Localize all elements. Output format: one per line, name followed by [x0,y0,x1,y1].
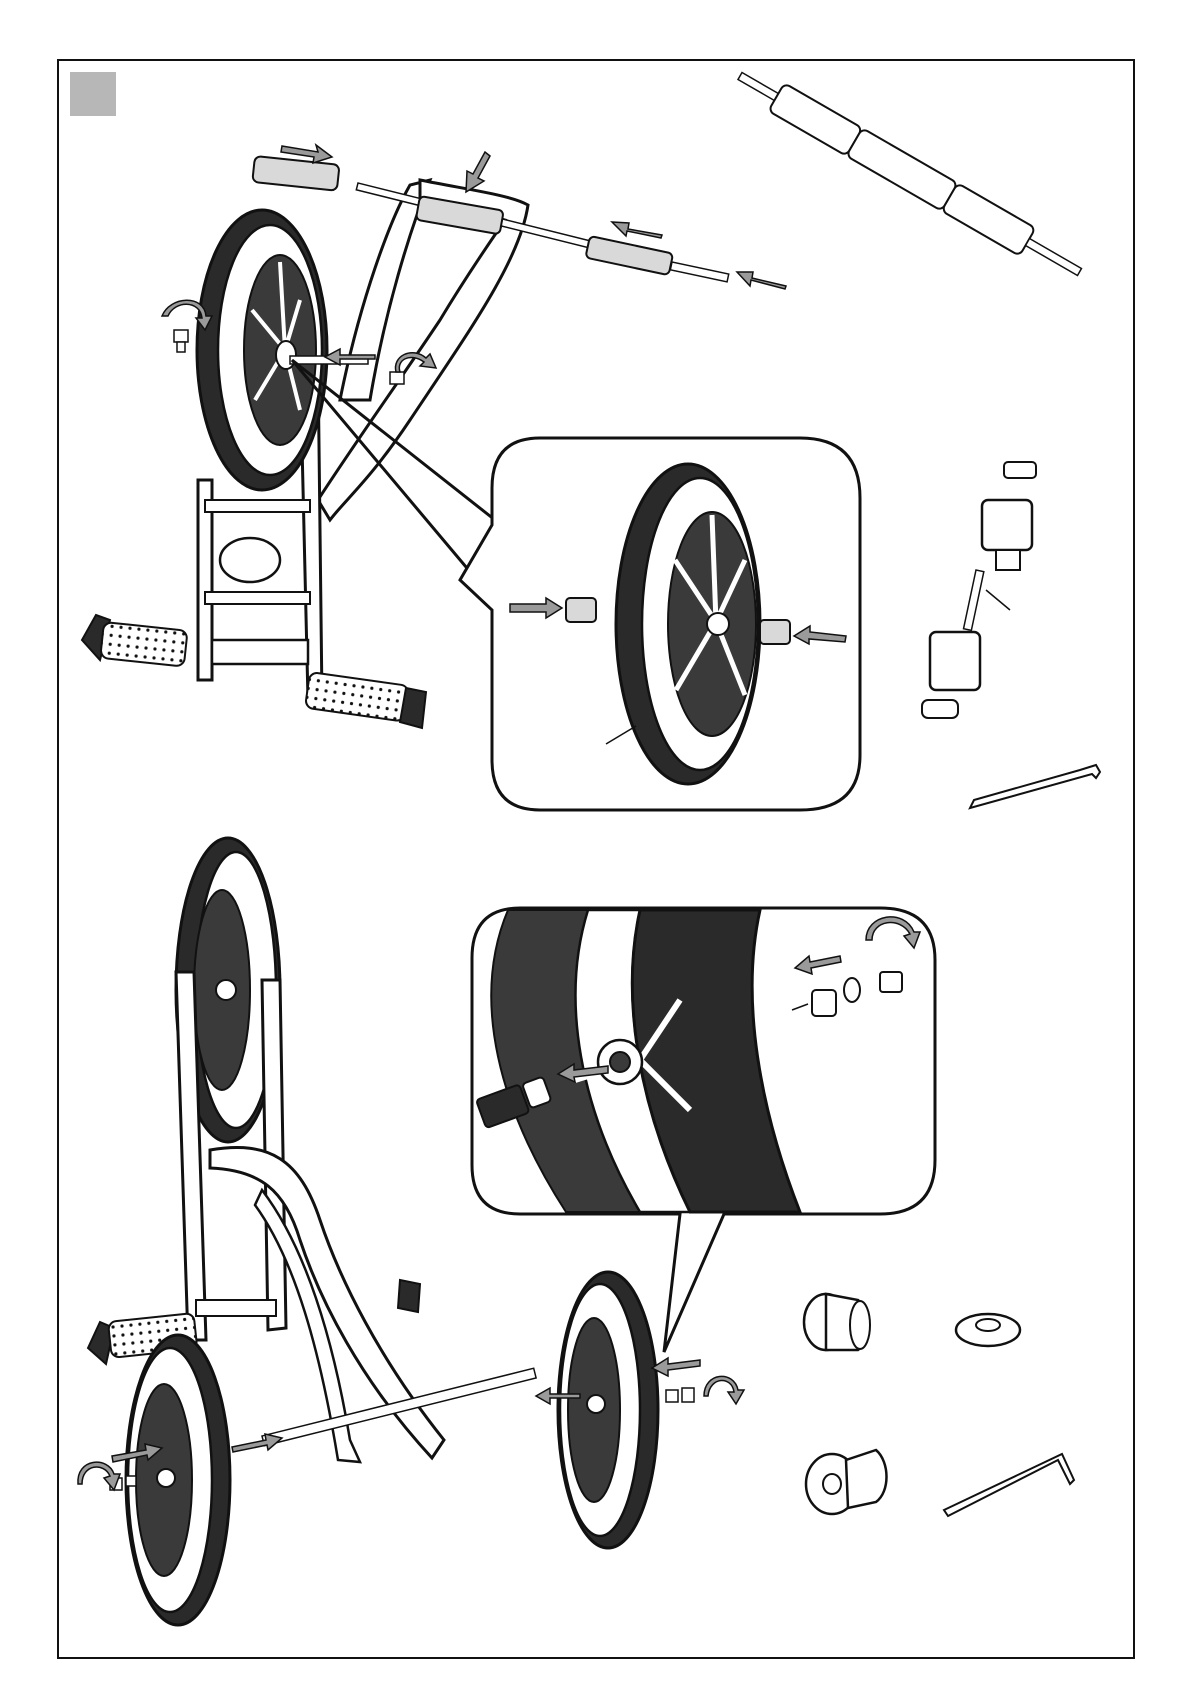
part-hex-key-small [944,1454,1074,1516]
rotate-arrow-icon [704,1376,744,1404]
arrow-left-icon [652,1358,700,1376]
part-hub-spacer [804,1294,870,1350]
callout-spacer-right [760,620,790,644]
frame-oval-window [220,538,280,582]
top-grip-left [82,615,188,667]
frame-crossbar-bottom [205,592,310,604]
top-wheel [197,210,327,490]
part-axle-long [732,62,1087,286]
callout-wheel [616,464,760,784]
bottom-front-left-wheel [126,1335,230,1625]
top-spacer-left [252,156,339,191]
top-grip-right [305,672,426,728]
top-axle-end [670,262,728,282]
arrow-down-icon [466,152,490,192]
part-washer [956,1314,1020,1346]
rotate-arrow-icon [78,1462,120,1490]
top-bolt-right [390,372,404,384]
bottom-front-right-wheel [558,1272,658,1548]
part-axle-short [922,462,1036,718]
bottom-grip-right-end [398,1280,420,1312]
callout-spacer-left [566,598,596,622]
top-bolt-left [174,330,188,352]
bottom-callout [472,908,935,1352]
arrow-left-icon [737,272,786,289]
arrow-right-icon [232,1434,282,1452]
step-badge [70,72,116,116]
bottom-crossbar [196,1300,276,1316]
top-callout [460,438,860,810]
frame-bottom-bar [212,640,308,664]
top-spacer-right [585,236,673,275]
frame-crossbar-top [205,500,310,512]
part-hex-key [970,765,1100,808]
part-flanged-nut [806,1450,887,1514]
arrow-left-icon [612,222,662,238]
